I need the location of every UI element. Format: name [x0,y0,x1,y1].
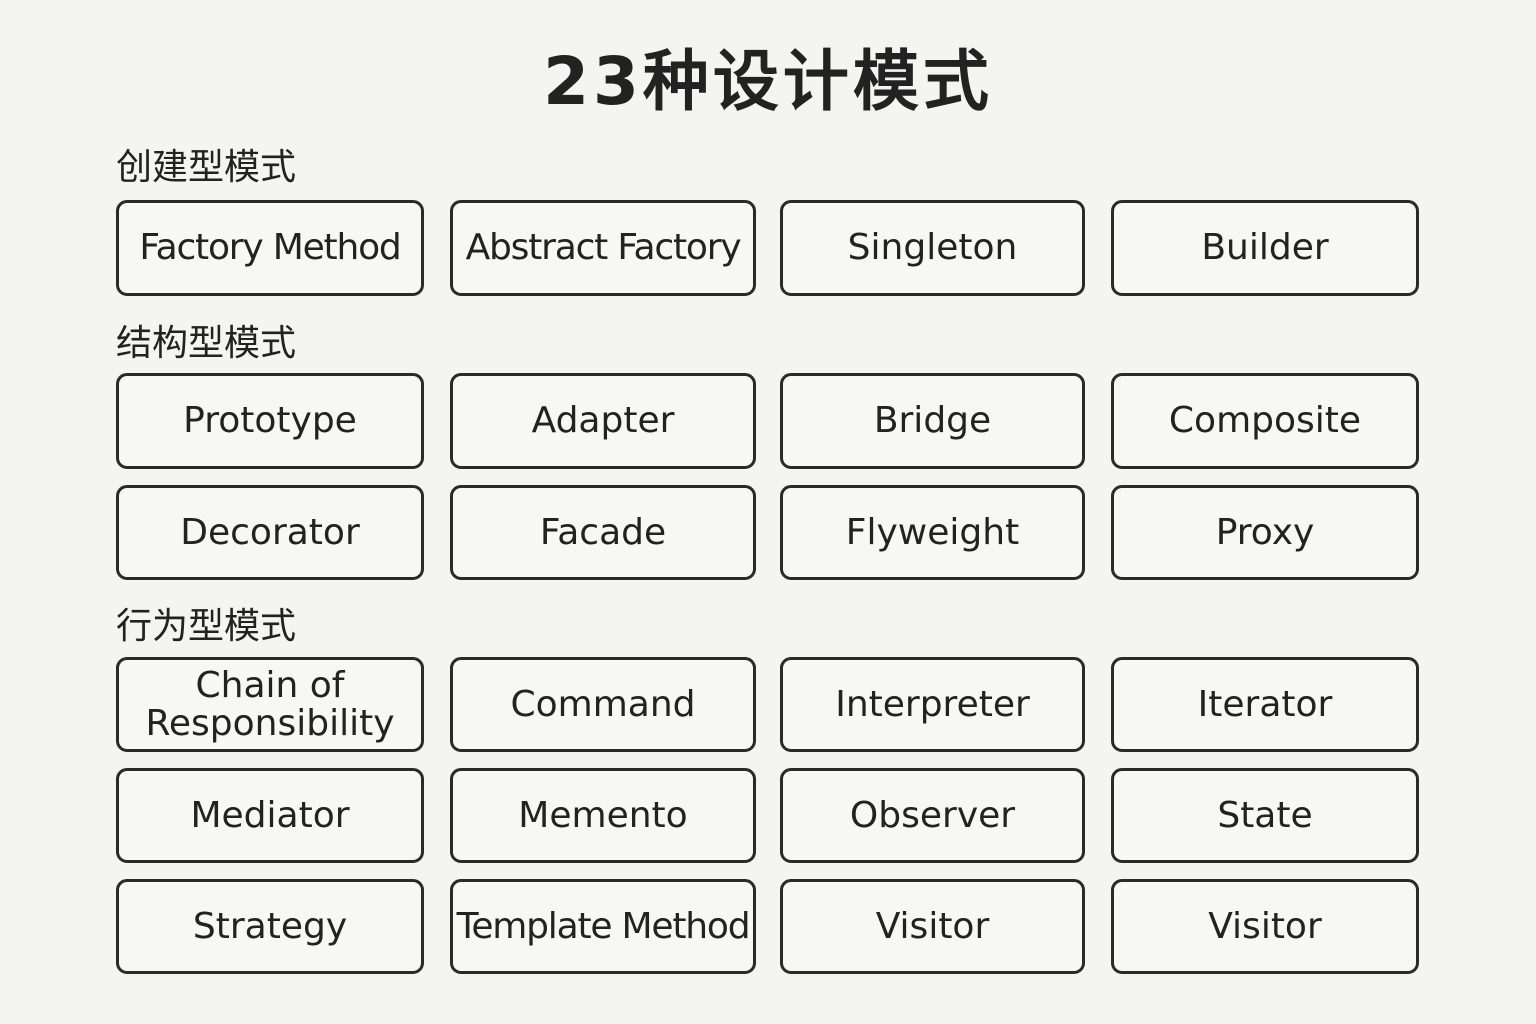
pattern-box-factory-method: Factory Method [116,200,424,296]
pattern-box-proxy: Proxy [1111,485,1419,580]
pattern-label: Mediator [190,794,350,836]
pattern-box-interpreter: Interpreter [780,657,1085,752]
pattern-label: State [1217,794,1313,836]
pattern-box-decorator: Decorator [116,485,424,580]
pattern-label: Prototype [183,400,357,441]
pattern-label: Builder [1201,227,1329,268]
pattern-label: Visitor [1208,905,1322,947]
pattern-box-command: Command [450,657,756,752]
pattern-label: Singleton [847,227,1018,268]
pattern-label: Composite [1168,400,1362,441]
pattern-label: Proxy [1215,511,1315,553]
pattern-box-chain-of-responsibility: Chain of Responsibility [116,657,424,752]
pattern-label: Bridge [873,400,992,441]
pattern-label: Visitor [875,905,990,947]
pattern-box-visitor: Visitor [780,879,1085,974]
pattern-label: Facade [539,511,667,553]
section-label-structural: 结构型模式 [116,323,297,364]
pattern-box-memento: Memento [450,768,756,863]
pattern-box-observer: Observer [780,768,1085,863]
pattern-box-visitor-2: Visitor [1111,879,1419,974]
pattern-label: Observer [849,794,1016,836]
pattern-box-state: State [1111,768,1419,863]
pattern-box-bridge: Bridge [780,373,1085,469]
section-label-creational: 创建型模式 [116,147,297,188]
pattern-label: Interpreter [835,683,1030,725]
pattern-label: Strategy [192,905,348,947]
section-label-behavioral: 行为型模式 [116,606,297,647]
pattern-label: Factory Method [139,227,401,268]
pattern-box-strategy: Strategy [116,879,424,974]
pattern-label: Decorator [180,511,360,553]
pattern-box-prototype: Prototype [116,373,424,469]
pattern-label: Abstract Factory [465,227,742,268]
pattern-label: Chain of Responsibility [145,664,395,744]
pattern-box-mediator: Mediator [116,768,424,863]
pattern-box-iterator: Iterator [1111,657,1419,752]
pattern-label: Memento [518,794,688,836]
pattern-box-abstract-factory: Abstract Factory [450,200,756,296]
pattern-box-singleton: Singleton [780,200,1085,296]
page-title: 23种设计模式 [543,43,993,120]
pattern-box-composite: Composite [1111,373,1419,469]
pattern-box-adapter: Adapter [450,373,756,469]
pattern-box-flyweight: Flyweight [780,485,1085,580]
pattern-label: Flyweight [845,511,1020,553]
pattern-box-builder: Builder [1111,200,1419,296]
pattern-box-template-method: Template Method [450,879,756,974]
pattern-label: Template Method [456,905,751,947]
pattern-box-facade: Facade [450,485,756,580]
pattern-label: Adapter [531,400,675,441]
pattern-label: Command [510,683,696,725]
pattern-label: Iterator [1197,683,1333,725]
